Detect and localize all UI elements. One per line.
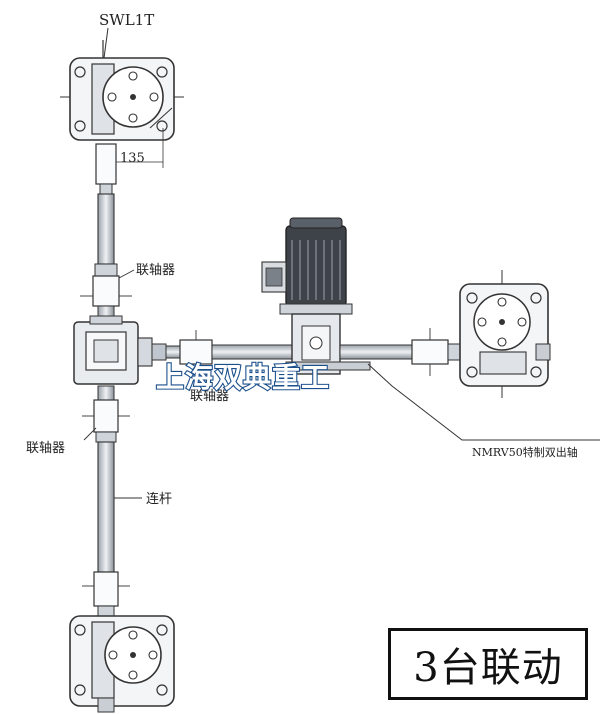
- coupling-label-upper: 联轴器: [136, 263, 175, 278]
- connecting-rod-label: 连杆: [146, 491, 172, 507]
- reducer-leader-line: [367, 363, 600, 441]
- motor: [261, 217, 353, 315]
- horizontal-shaft-mid: [211, 344, 295, 360]
- reducer-label: NMRV50特制双出轴: [472, 445, 578, 459]
- title-box-text: 3台联动: [413, 645, 563, 691]
- coupling-top-jack: [95, 143, 117, 195]
- coupling-label-middle: 联轴器: [190, 389, 229, 404]
- model-label: SWL1T: [99, 11, 154, 29]
- coupling-right: [411, 328, 461, 376]
- coupling-label-lower: 联轴器: [26, 441, 65, 456]
- title-box: 3台联动: [388, 628, 588, 700]
- right-screw-jack: [459, 270, 551, 398]
- central-gearbox: [73, 315, 167, 385]
- coupling-bottom: [82, 571, 130, 619]
- coupling-lower: [82, 385, 130, 443]
- connecting-rod: [97, 441, 115, 573]
- upper-vertical-shaft: [97, 193, 115, 265]
- horizontal-shaft-left: [165, 345, 181, 359]
- coupling-middle: [179, 330, 213, 374]
- bottom-screw-jack: [69, 615, 175, 713]
- horizontal-shaft-right: [339, 344, 413, 360]
- svg-text:135: 135: [120, 151, 145, 166]
- worm-reducer: [285, 313, 371, 375]
- coupling-upper: [80, 263, 132, 323]
- watermark: 上海双典重工: [156, 361, 330, 394]
- top-screw-jack: [60, 40, 184, 141]
